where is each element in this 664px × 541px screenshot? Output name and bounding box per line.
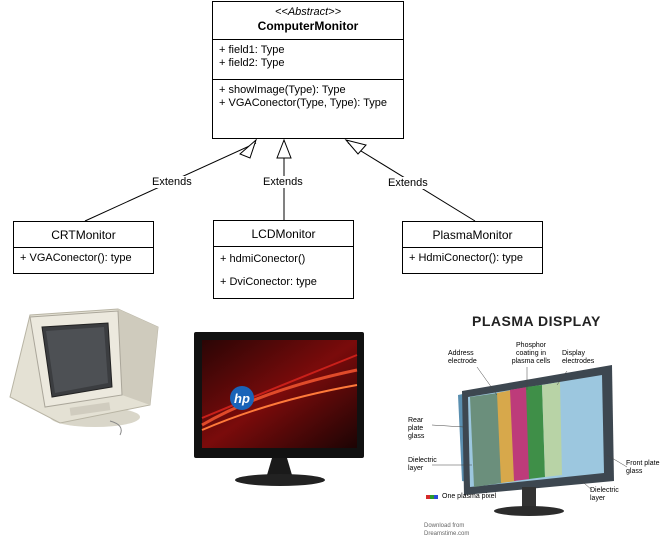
class-lcd-monitor[interactable]: LCDMonitor + hdmiConector() + DviConecto… — [213, 220, 354, 299]
edge-label-lcd: Extends — [261, 176, 305, 188]
credit-line-2: Dreamstime.com — [424, 531, 470, 537]
stereotype-label: <<Abstract>> — [274, 6, 342, 18]
label-front-plate-glass: Front plate glass — [626, 460, 660, 475]
field-item: + field1: Type — [219, 44, 285, 56]
members-section: + hdmiConector() + DviConector: type — [214, 247, 353, 293]
class-computer-monitor[interactable]: <<Abstract>> ComputerMonitor + field1: T… — [212, 1, 404, 139]
lcd-monitor-image: hp — [192, 330, 367, 490]
label-dielectric-right: Dielectric layer — [590, 487, 619, 502]
hp-logo: hp — [234, 391, 250, 406]
members-section: + HdmiConector(): type — [403, 248, 542, 269]
label-address-electrode: Address electrode — [448, 350, 477, 365]
class-name: PlasmaMonitor — [403, 222, 542, 248]
member-item: + hdmiConector() — [220, 253, 306, 265]
member-item: + VGAConector(): type — [20, 252, 132, 264]
crt-monitor-image — [0, 305, 165, 440]
method-item: + VGAConector(Type, Type): Type — [219, 97, 388, 109]
member-item: + DviConector: type — [220, 276, 317, 288]
class-name: CRTMonitor — [14, 222, 153, 248]
member-item: + HdmiConector(): type — [409, 252, 524, 264]
label-phosphor-coating: Phosphor coating in plasma cells — [511, 342, 551, 365]
class-header: <<Abstract>> ComputerMonitor — [213, 2, 403, 40]
credit-line-1: Download from — [424, 523, 465, 529]
plasma-title: PLASMA DISPLAY — [472, 313, 601, 329]
edge-label-crt: Extends — [150, 176, 194, 188]
members-section: + VGAConector(): type — [14, 248, 153, 269]
label-dielectric-left: Dielectric layer — [408, 457, 437, 472]
class-name: LCDMonitor — [214, 221, 353, 247]
class-crt-monitor[interactable]: CRTMonitor + VGAConector(): type — [13, 221, 154, 274]
class-name: ComputerMonitor — [257, 19, 359, 33]
fields-section: + field1: Type + field2: Type — [213, 40, 403, 80]
method-item: + showImage(Type): Type — [219, 84, 346, 96]
field-item: + field2: Type — [219, 57, 285, 69]
edge-label-plasma: Extends — [386, 177, 430, 189]
label-rear-plate-glass: Rear plate glass — [408, 417, 425, 440]
generalization-arrow-lcd — [276, 138, 292, 159]
methods-section: + showImage(Type): Type + VGAConector(Ty… — [213, 80, 403, 114]
generalization-arrow-crt — [239, 138, 258, 159]
label-plasma-pixel: One plasma pixel — [442, 493, 497, 500]
label-display-electrodes: Display electrodes — [562, 350, 595, 365]
plasma-display-image: PLASMA DISPLAY Address electrode Phospho… — [402, 305, 664, 541]
class-plasma-monitor[interactable]: PlasmaMonitor + HdmiConector(): type — [402, 221, 543, 274]
generalization-arrow-plasma — [344, 139, 367, 155]
